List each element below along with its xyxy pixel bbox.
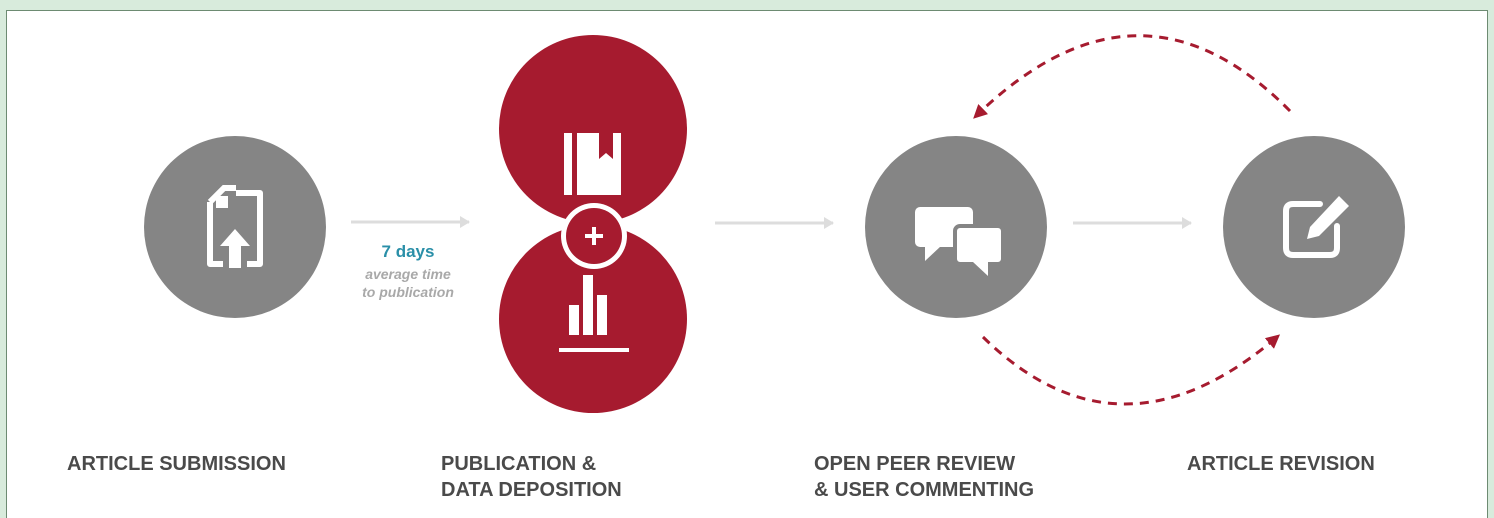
dashed-arrow-review-to-revision: [981, 334, 1281, 406]
dashed-arrow-revision-to-review: [973, 34, 1292, 119]
book-icon: [564, 133, 621, 195]
document-upload-icon: [207, 185, 263, 268]
publication-time-caption: average time to publication: [328, 265, 488, 301]
connectors-layer: [351, 34, 1292, 406]
plus-icon: [585, 227, 603, 245]
review-circle: [865, 136, 1047, 318]
label-line: PUBLICATION &: [441, 453, 597, 475]
revision-circle: [1223, 136, 1405, 318]
speech-bubbles-icon: [915, 207, 1005, 276]
bar-chart-icon: [559, 275, 629, 352]
caption-line-1: average time: [365, 266, 451, 282]
label-line: OPEN PEER REVIEW: [814, 453, 1016, 475]
caption-line-2: to publication: [362, 284, 454, 300]
label-line: & USER COMMENTING: [814, 479, 1034, 501]
label-open-peer-review: OPEN PEER REVIEW & USER COMMENTING: [814, 451, 1034, 503]
label-article-revision: ARTICLE REVISION: [1187, 451, 1375, 477]
diagram-frame: 7 days average time to publication ARTIC…: [6, 10, 1488, 518]
plus-badge: [566, 208, 622, 264]
label-line: DATA DEPOSITION: [441, 479, 622, 501]
publication-circle: [499, 35, 687, 223]
publication-time-value: 7 days: [381, 242, 435, 261]
edit-icon: [1283, 196, 1349, 258]
submission-circle: [144, 136, 326, 318]
label-line: ARTICLE REVISION: [1187, 453, 1375, 475]
label-article-submission: ARTICLE SUBMISSION: [67, 451, 286, 477]
label-line: ARTICLE SUBMISSION: [67, 453, 286, 475]
label-publication-data-deposition: PUBLICATION & DATA DEPOSITION: [441, 451, 622, 503]
